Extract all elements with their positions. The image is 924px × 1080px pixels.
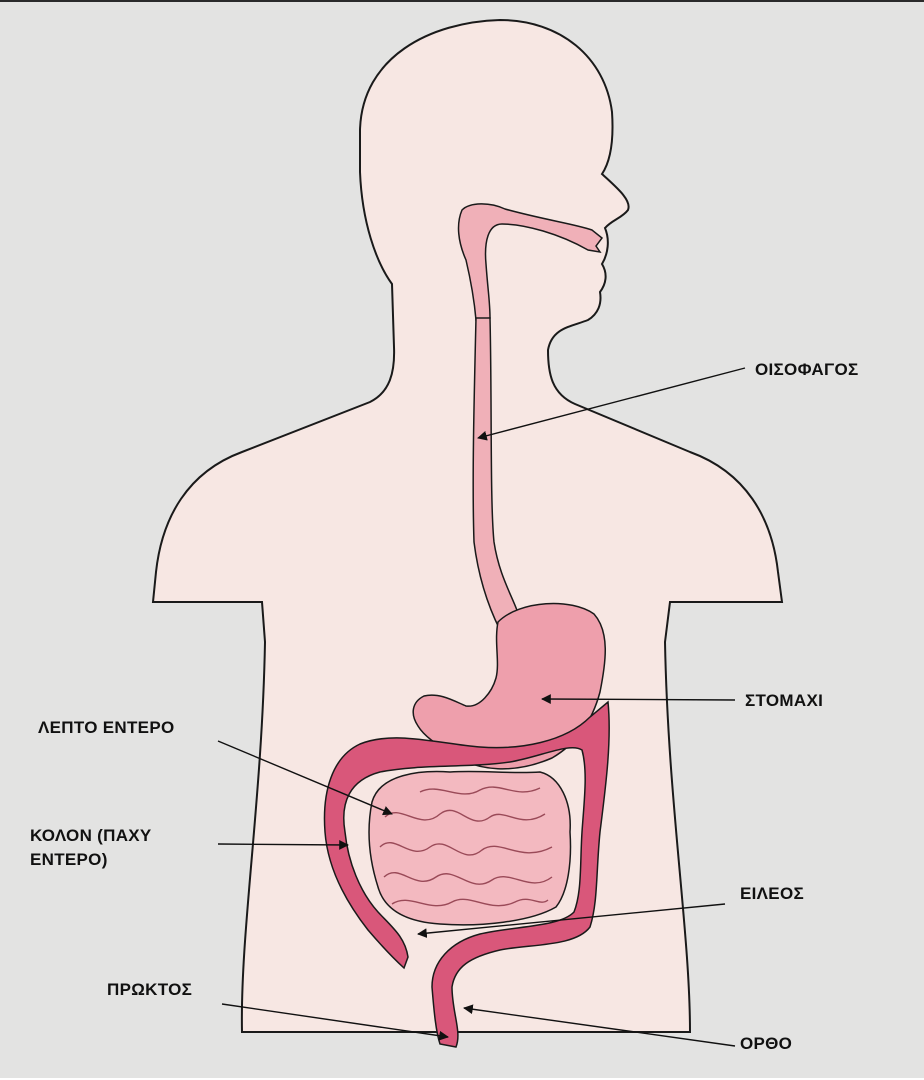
label-oesophagus: ΟΙΣΟΦΑΓΟΣ xyxy=(755,358,859,382)
label-stomach: ΣΤΟΜΑΧΙ xyxy=(745,689,823,713)
pointer-stomach xyxy=(542,699,735,700)
label-rectum: ΟΡΘΟ xyxy=(740,1032,792,1056)
label-colon-line2: ΕΝΤΕΡΟ) xyxy=(30,848,152,872)
label-small-intestine: ΛΕΠΤΟ ΕΝΤΕΡΟ xyxy=(38,716,174,740)
label-colon-line1: ΚΟΛΟΝ (ΠΑΧΥ xyxy=(30,824,152,848)
pointer-colon xyxy=(218,844,348,845)
label-anus: ΠΡΩΚΤΟΣ xyxy=(107,978,192,1002)
label-colon: ΚΟΛΟΝ (ΠΑΧΥ ΕΝΤΕΡΟ) xyxy=(30,824,152,872)
label-ileum: ΕΙΛΕΟΣ xyxy=(740,882,804,906)
